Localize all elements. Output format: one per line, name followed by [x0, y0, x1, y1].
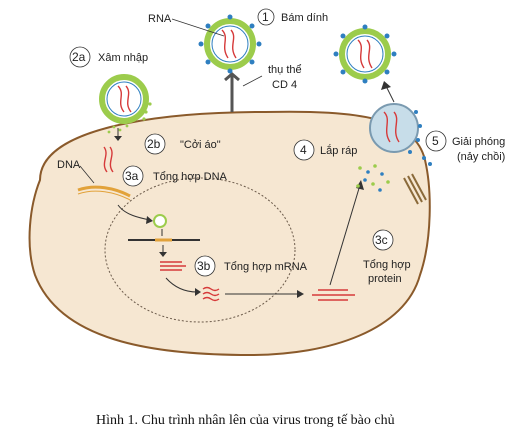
step-1-label: Bám dính	[281, 12, 328, 24]
step-3b-label: Tổng hợp mRNA	[224, 261, 308, 273]
nucleus	[104, 177, 296, 323]
step-3c-label-line2: protein	[368, 273, 402, 285]
step-3a-number: 3a	[125, 169, 139, 183]
step-4-number: 4	[300, 143, 307, 157]
viral-rna	[103, 146, 108, 173]
step-5-label-line2: (nảy chồi)	[457, 151, 505, 163]
virus-released	[333, 24, 397, 84]
step-1-number: 1	[262, 10, 269, 24]
ribosome-translation	[312, 289, 355, 301]
step-5-label-line1: Giải phóng	[452, 136, 505, 148]
uncoating-particles	[107, 124, 129, 134]
dna-circle	[153, 214, 167, 228]
assembly-particles	[356, 164, 390, 192]
step-2a-number: 2a	[72, 50, 86, 64]
step-5-number: 5	[432, 134, 439, 148]
figure-caption: Hình 1. Chu trình nhân lên của virus tro…	[96, 413, 395, 428]
step-3b-number: 3b	[197, 259, 211, 273]
membrane-patch	[403, 173, 427, 205]
mrna-strands	[160, 261, 186, 271]
virus-entering	[99, 74, 152, 124]
cd4-receptor	[224, 72, 240, 112]
receptor-label-line1: thụ thể	[268, 64, 302, 76]
receptor-label-line2: CD 4	[272, 79, 297, 91]
step-2b-number: 2b	[147, 137, 161, 151]
step-2b-label: "Cởi áo"	[180, 139, 221, 151]
virus-budding	[369, 103, 432, 166]
dna-label: DNA	[57, 159, 81, 171]
step-3c-number: 3c	[375, 233, 388, 247]
step-3a-label: Tổng hợp DNA	[153, 171, 228, 183]
step-3c-label-line1: Tổng hợp	[363, 259, 411, 271]
mrna-exported	[202, 286, 220, 302]
step-4-label: Lắp ráp	[320, 144, 357, 157]
viral-dna	[77, 185, 131, 198]
step-2a-label: Xâm nhập	[98, 52, 148, 64]
rna-label: RNA	[148, 13, 172, 25]
virus-attaching	[198, 14, 262, 74]
